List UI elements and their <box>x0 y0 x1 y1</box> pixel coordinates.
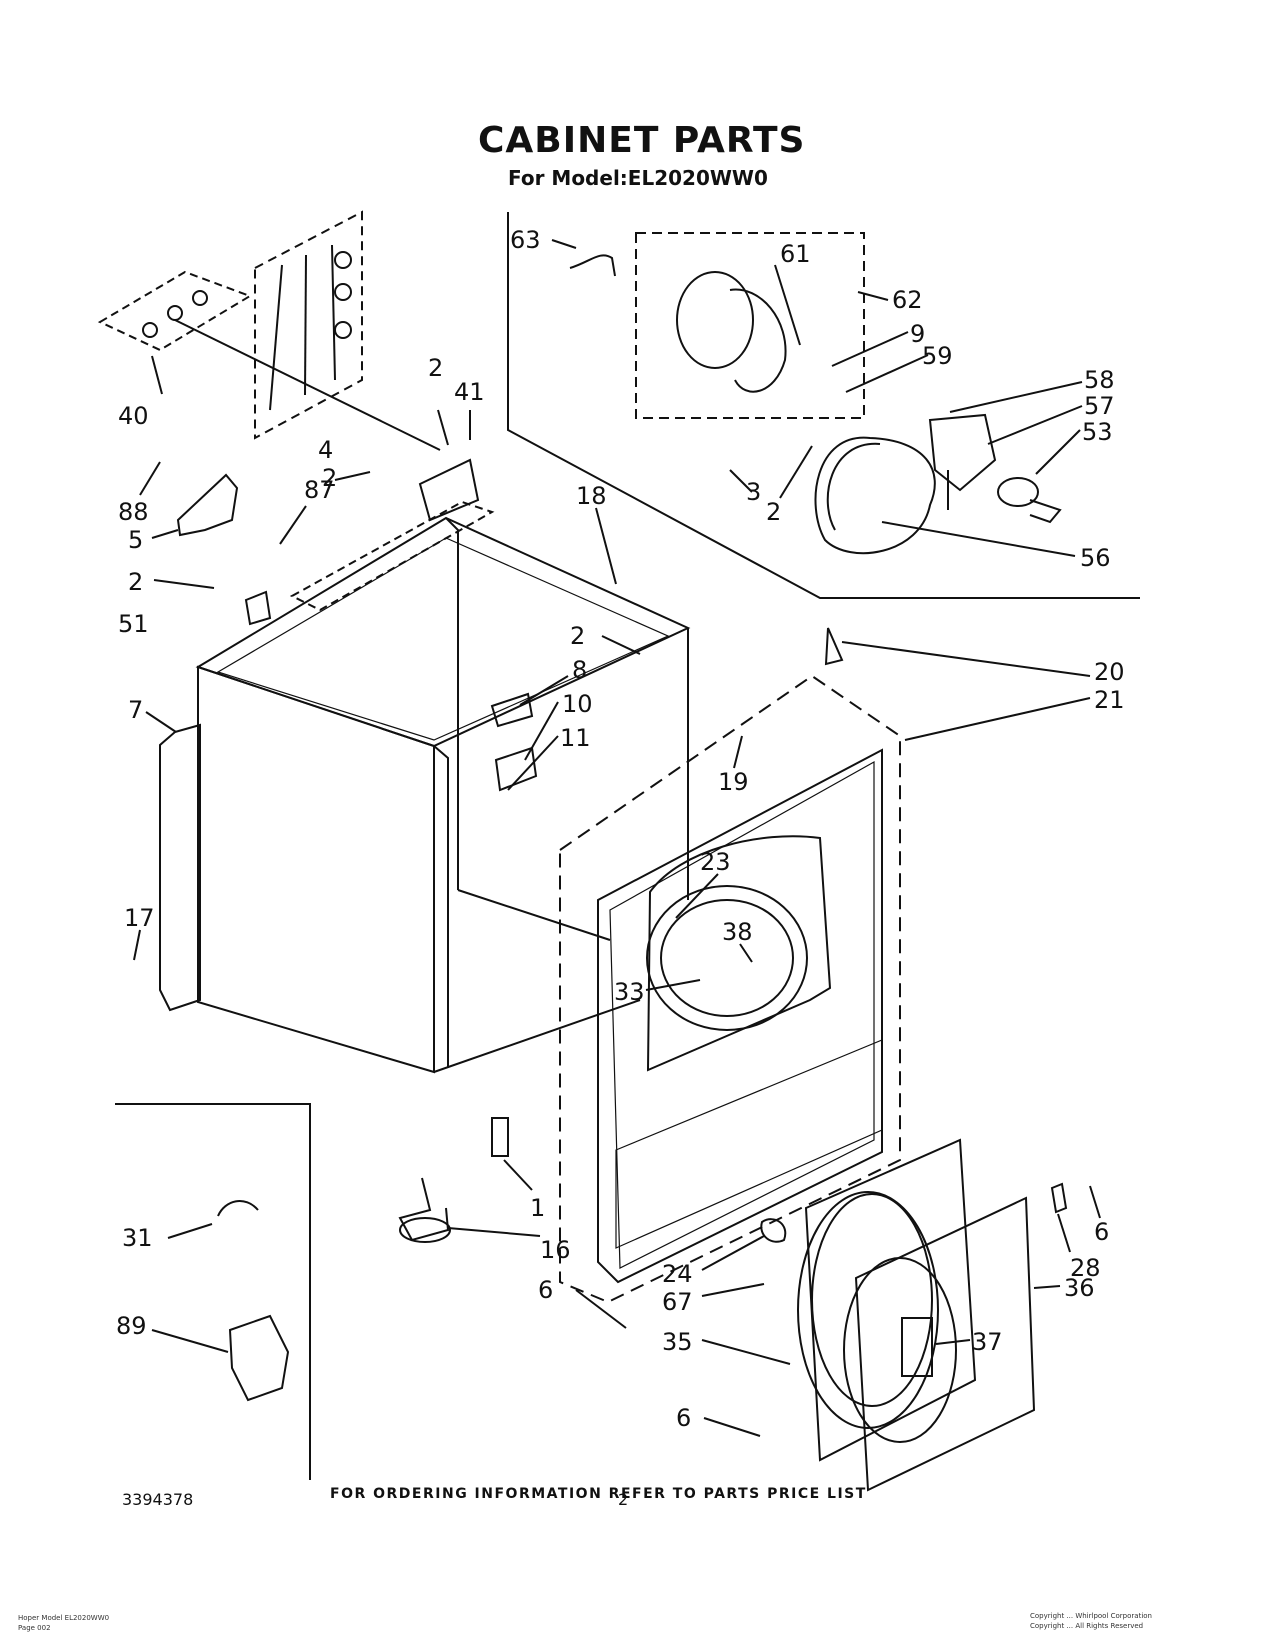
callout-2: 2 <box>766 498 781 526</box>
callout-36: 36 <box>1064 1274 1095 1302</box>
door-catch <box>760 1218 787 1243</box>
callout-7: 7 <box>128 696 143 724</box>
front-panel-dashed-outline <box>559 674 901 1304</box>
fuse-51 <box>244 590 272 626</box>
motor-dashed-box <box>635 232 865 419</box>
model-subtitle: For Model:EL2020WW0 <box>508 166 768 190</box>
door-strike <box>491 1117 509 1157</box>
callout-87: 87 <box>304 476 335 504</box>
callout-16: 16 <box>540 1236 571 1264</box>
footer-small-text-left-1: Hoper Model EL2020WW0 <box>18 1614 110 1622</box>
callout-33: 33 <box>614 978 645 1006</box>
callout-56: 56 <box>1080 544 1111 572</box>
drive-belt <box>814 436 936 555</box>
page-number: 2 <box>618 1490 629 1509</box>
harness-dashed-box <box>97 270 253 352</box>
idler-pulley <box>997 477 1039 507</box>
drum-seal <box>646 885 808 1031</box>
motor-inset-frame <box>507 212 1140 599</box>
callout-8: 8 <box>572 656 587 684</box>
hinge-pin <box>1050 1182 1068 1214</box>
callout-41: 41 <box>454 378 485 406</box>
footer-small-text-right-2: Copyright ... All Rights Reserved <box>1030 1622 1144 1630</box>
callout-17: 17 <box>124 904 155 932</box>
callout-10: 10 <box>562 690 593 718</box>
cabinet-left-side <box>197 665 435 1074</box>
cabinet-top-rim <box>195 516 691 748</box>
rear-panel <box>159 723 201 1012</box>
callout-38: 38 <box>722 918 753 946</box>
callout-24: 24 <box>662 1260 693 1288</box>
callout-21: 21 <box>1094 686 1125 714</box>
callout-62: 62 <box>892 286 923 314</box>
switch-10 <box>494 746 538 792</box>
door-inner-panel <box>804 1138 977 1462</box>
callout-40: 40 <box>118 402 149 430</box>
callout-58: 58 <box>1084 366 1115 394</box>
footer-small-text-left-2: Page 002 <box>18 1624 51 1632</box>
callout-19: 19 <box>718 768 749 796</box>
callout-2: 2 <box>128 568 143 596</box>
ordering-note: FOR ORDERING INFORMATION REFER TO PARTS … <box>330 1486 867 1502</box>
terminal-dashed-box <box>254 210 363 440</box>
callout-88: 88 <box>118 498 149 526</box>
document-number: 3394378 <box>122 1490 194 1509</box>
callout-6: 6 <box>676 1404 691 1432</box>
callout-20: 20 <box>1094 658 1125 686</box>
drive-motor <box>676 271 754 369</box>
callout-1: 1 <box>530 1194 545 1222</box>
door-opening <box>646 835 832 1072</box>
thermostat-8 <box>490 692 534 728</box>
door-outer-panel <box>854 1196 1036 1492</box>
callout-61: 61 <box>780 240 811 268</box>
callout-18: 18 <box>576 482 607 510</box>
cabinet-back <box>445 517 459 890</box>
callout-31: 31 <box>122 1224 153 1252</box>
callout-2: 2 <box>322 464 337 492</box>
door-handle <box>901 1317 933 1377</box>
callout-11: 11 <box>560 724 591 752</box>
door-seal <box>797 1191 939 1429</box>
callout-4: 4 <box>318 436 333 464</box>
callout-63: 63 <box>510 226 541 254</box>
terminal-block <box>289 500 495 612</box>
drum-light <box>824 627 844 666</box>
accessory-inset-frame <box>115 1103 311 1480</box>
callout-6: 6 <box>1094 1218 1109 1246</box>
callout-67: 67 <box>662 1288 693 1316</box>
callout-53: 53 <box>1082 418 1113 446</box>
callout-57: 57 <box>1084 392 1115 420</box>
leveling-leg <box>398 1177 450 1242</box>
callout-23: 23 <box>700 848 731 876</box>
callout-2: 2 <box>428 354 443 382</box>
callout-9: 9 <box>910 320 925 348</box>
terminal-89 <box>228 1314 290 1402</box>
page-title: CABINET PARTS <box>478 120 806 161</box>
callout-5: 5 <box>128 526 143 554</box>
callout-59: 59 <box>922 342 953 370</box>
front-panel <box>597 748 883 1284</box>
cabinet-inner-top <box>216 537 670 741</box>
callout-6: 6 <box>538 1276 553 1304</box>
callout-51: 51 <box>118 610 149 638</box>
callout-37: 37 <box>972 1328 1003 1356</box>
wire-clip <box>217 1200 259 1217</box>
motor-bracket <box>569 254 616 277</box>
callout-2: 2 <box>570 622 585 650</box>
bracket-5 <box>176 473 239 537</box>
callout-28: 28 <box>1070 1254 1101 1282</box>
callout-89: 89 <box>116 1312 147 1340</box>
footer-small-text-right-1: Copyright ... Whirlpool Corporation <box>1030 1612 1152 1620</box>
callout-3: 3 <box>746 478 761 506</box>
callout-35: 35 <box>662 1328 693 1356</box>
idler-bracket <box>928 413 997 492</box>
